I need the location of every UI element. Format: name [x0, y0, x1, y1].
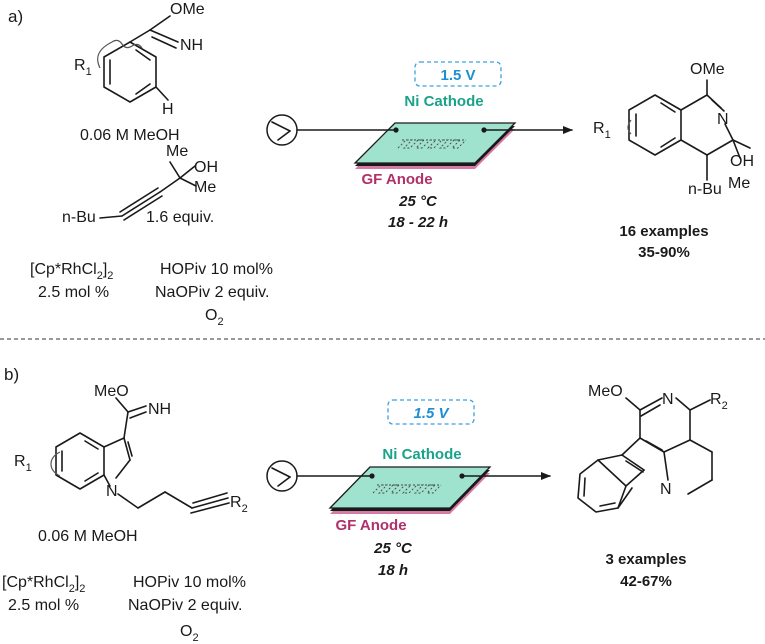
panel-a-substrate-h: H — [162, 101, 174, 118]
panel-b-temperature: 25 °C — [373, 540, 413, 557]
panel-a-hopiv: HOPiv 10 mol% — [160, 261, 273, 278]
panel-b-substrate-r2: R2 — [230, 494, 248, 515]
panel-b-product-r2: R2 — [710, 391, 728, 412]
panel-a-alkyne-structure — [99, 161, 197, 221]
panel-a-substrate-ome: OMe — [170, 1, 205, 18]
panel-a-examples: 16 examples — [619, 223, 708, 240]
panel-b-product-meo: MeO — [588, 383, 623, 400]
panel-b-label: b) — [4, 365, 19, 384]
panel-b: b) MeO NH R1 N R2 0. — [2, 365, 728, 644]
panel-b-catalyst-loading: 2.5 mol % — [8, 597, 79, 614]
panel-a-alkyne-equiv: 1.6 equiv. — [146, 209, 214, 226]
panel-a-alkyne-me-bottom: Me — [194, 179, 216, 196]
panel-b-cathode-label: Ni Cathode — [382, 446, 461, 463]
panel-b-catalyst-name: [Cp*RhCl2]2 — [2, 574, 85, 595]
panel-a-oxidant: O2 — [205, 307, 224, 328]
panel-a-product-nbu: n-Bu — [688, 181, 722, 198]
panel-a-cathode-label: Ni Cathode — [404, 93, 483, 110]
panel-a-catalyst-loading: 2.5 mol % — [38, 284, 109, 301]
benzene-ring — [103, 41, 157, 103]
panel-b-power-source-icon — [266, 460, 298, 492]
panel-a-alkyne-nbu: n-Bu — [62, 209, 96, 226]
panel-a-product-r1: R1 — [593, 120, 611, 141]
panel-a-alkyne-oh: OH — [194, 159, 218, 176]
panel-a-voltage: 1.5 V — [440, 67, 475, 84]
panel-b-voltage-box — [387, 399, 475, 425]
panel-b-solvent: 0.06 M MeOH — [38, 528, 138, 545]
panel-a-voltage-box — [414, 61, 502, 87]
panel-b-substrate-meo: MeO — [94, 383, 129, 400]
panel-a-yield: 35-90% — [638, 244, 690, 261]
panel-a-substrate-nh: NH — [180, 37, 203, 54]
panel-a-substrate-structure — [97, 15, 179, 103]
panel-b-anode-label: GF Anode — [335, 517, 406, 534]
panel-b-substrate-structure — [50, 397, 230, 514]
panel-b-product-n-ring: N — [662, 391, 674, 408]
panel-a-product-me: Me — [728, 175, 750, 192]
panel-b-voltage: 1.5 V — [413, 405, 450, 422]
panel-b-oxidant: O2 — [180, 623, 199, 644]
panel-a-anode-label: GF Anode — [361, 171, 432, 188]
panel-b-naopiv: NaOPiv 2 equiv. — [128, 597, 242, 614]
panel-a-catalyst-name: [Cp*RhCl2]2 — [30, 261, 113, 282]
panel-b-hopiv: HOPiv 10 mol% — [133, 574, 246, 591]
panel-a-product-ome: OMe — [690, 61, 725, 78]
panel-b-yield: 42-67% — [620, 573, 672, 590]
panel-a-product-n: N — [717, 111, 729, 128]
panel-a-power-source-icon — [266, 114, 298, 146]
panel-b-product-n-indole: N — [660, 481, 672, 498]
panel-b-substrate-nh: NH — [148, 401, 171, 418]
panel-a-naopiv: NaOPiv 2 equiv. — [155, 284, 269, 301]
panel-b-examples: 3 examples — [606, 551, 687, 568]
panel-a-substrate-r1: R1 — [74, 57, 92, 78]
panel-b-electrode-icon — [328, 466, 492, 514]
panel-a-time: 18 - 22 h — [388, 214, 448, 231]
panel-a-temperature: 25 °C — [398, 193, 438, 210]
panel-a-product-oh: OH — [730, 153, 754, 170]
panel-a: a) OMe NH R1 H 0.06 M MeOH — [8, 1, 754, 328]
panel-b-time: 18 h — [378, 562, 408, 579]
panel-a-alkyne-me-top: Me — [166, 143, 188, 160]
panel-a-electrode-icon — [353, 122, 517, 169]
panel-b-substrate-r1: R1 — [14, 453, 32, 474]
panel-a-solvent: 0.06 M MeOH — [80, 127, 180, 144]
panel-b-substrate-n: N — [106, 483, 118, 500]
panel-a-product-structure — [627, 79, 751, 181]
panel-b-product-structure — [577, 397, 713, 513]
panel-a-label: a) — [8, 7, 23, 26]
